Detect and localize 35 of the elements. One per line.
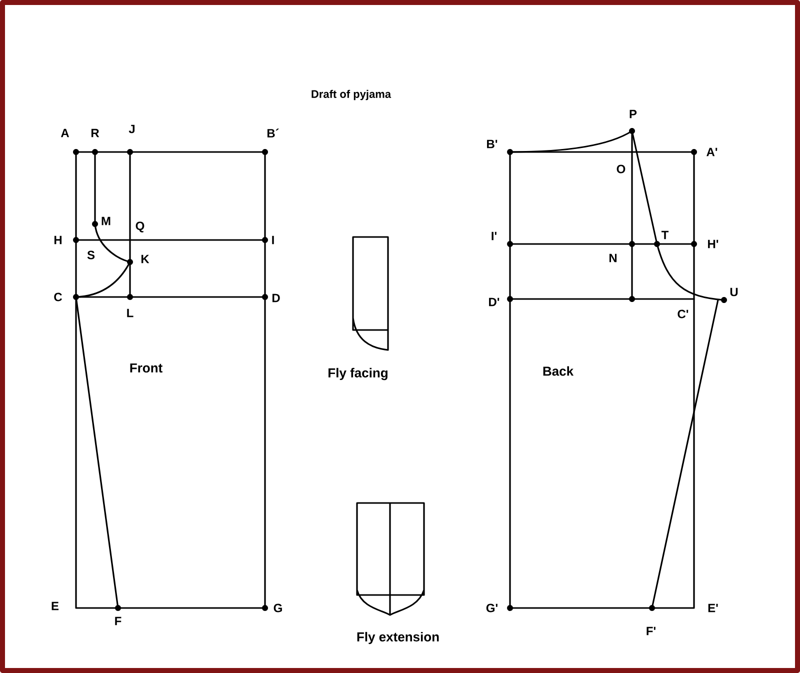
- point-label: S: [87, 250, 95, 260]
- point-label: H: [54, 236, 62, 244]
- point-label: B': [487, 140, 498, 148]
- piece-label: Back: [543, 366, 574, 376]
- point-label: O: [616, 164, 626, 174]
- point-label: U: [730, 288, 738, 296]
- point-label: D': [489, 298, 500, 306]
- point-label: L: [127, 308, 134, 318]
- point-label: Q: [136, 222, 144, 232]
- piece-label: Fly facing: [328, 368, 388, 380]
- point-label: C: [54, 292, 62, 302]
- point-label: F': [646, 626, 656, 636]
- piece-label: Front: [130, 363, 162, 373]
- point-label: R: [91, 128, 100, 138]
- point-label: K: [141, 254, 150, 264]
- point-label: M: [102, 216, 110, 226]
- point-label: F: [115, 616, 122, 626]
- point-label: T: [661, 230, 669, 240]
- title: Draft of pyjama: [312, 90, 392, 100]
- point-label: B´: [267, 128, 279, 138]
- point-label: C': [678, 310, 688, 318]
- point-label: J: [128, 124, 135, 134]
- point-label: N: [609, 254, 617, 262]
- point-label: D: [272, 294, 280, 302]
- point-label: E: [52, 602, 59, 610]
- point-label: H': [708, 240, 718, 248]
- piece-label: Fly extension: [357, 632, 439, 644]
- point-label: P: [630, 110, 637, 118]
- point-label: I: [272, 236, 274, 244]
- point-label: A': [706, 148, 718, 156]
- point-label: A: [60, 128, 70, 138]
- point-label: I': [492, 232, 496, 240]
- point-label: G': [486, 604, 498, 612]
- point-label: G: [274, 604, 282, 612]
- point-label: E': [708, 604, 718, 612]
